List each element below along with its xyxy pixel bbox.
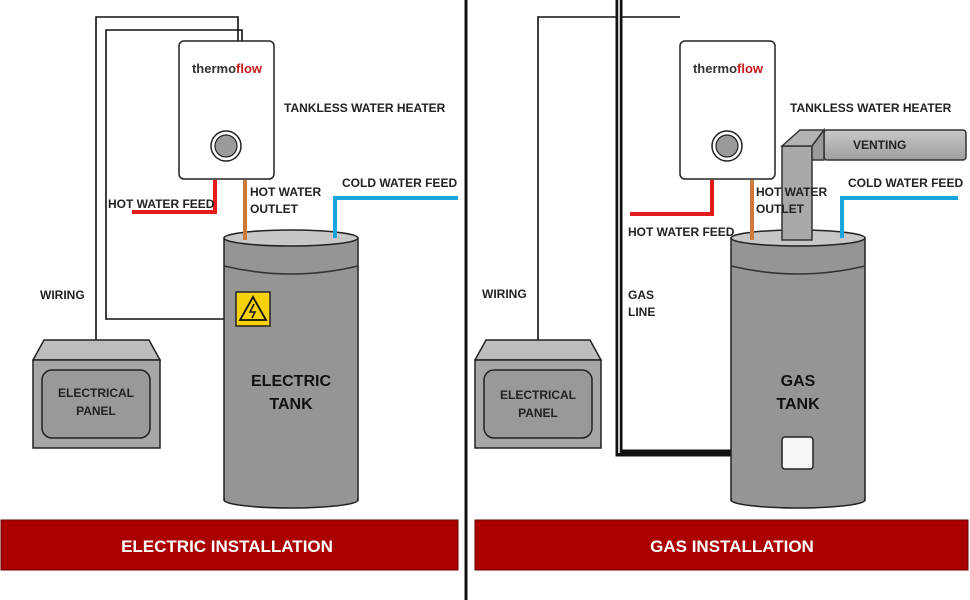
gas-panel-label-2: PANEL <box>518 406 558 420</box>
gas-tankless-heater: thermoflow <box>679 40 776 180</box>
gas-outlet-label-1: HOT WATER <box>756 185 827 199</box>
electric-brand-logo: thermoflow <box>192 61 263 76</box>
gas-hot-water-feed-pipe <box>630 180 714 216</box>
gas-brand-logo: thermoflow <box>693 61 764 76</box>
gas-cold-water-feed-pipe <box>840 196 958 238</box>
gas-line-label-1: GAS <box>628 288 654 302</box>
gas-venting-duct <box>780 127 967 241</box>
gas-outlet-label-2: OUTLET <box>756 202 805 216</box>
electric-tankless-heater: thermoflow <box>178 40 275 180</box>
gas-tank: GAS TANK <box>730 229 866 509</box>
electric-cold-feed-label: COLD WATER FEED <box>342 176 457 190</box>
electric-tank: ELECTRIC TANK <box>223 229 359 509</box>
gas-section: ELECTRICAL PANEL GAS TANK <box>473 0 969 571</box>
electric-cold-water-feed-pipe <box>333 196 458 238</box>
gas-tank-label-2: TANK <box>776 396 820 413</box>
electric-installation-banner: ELECTRIC INSTALLATION <box>0 519 459 571</box>
gas-panel-label-1: ELECTRICAL <box>500 388 576 402</box>
electric-section: ELECTRICAL PANEL ELECTRIC TANK ther <box>0 16 459 571</box>
gas-tank-label-1: GAS <box>781 373 816 390</box>
electric-hot-feed-label: HOT WATER FEED <box>108 197 215 211</box>
electric-panel-label-1: ELECTRICAL <box>58 386 134 400</box>
gas-installation-banner: GAS INSTALLATION <box>474 519 969 571</box>
electric-panel-label-2: PANEL <box>76 404 116 418</box>
gas-hot-feed-label: HOT WATER FEED <box>628 225 735 239</box>
electrical-panel: ELECTRICAL PANEL <box>31 339 162 449</box>
high-voltage-warning-icon <box>235 291 271 327</box>
electric-outlet-label-2: OUTLET <box>250 202 299 216</box>
electric-wiring-label: WIRING <box>40 288 85 302</box>
electric-tank-label-2: TANK <box>269 396 313 413</box>
gas-electrical-panel: ELECTRICAL PANEL <box>473 339 603 449</box>
gas-venting-label: VENTING <box>853 138 906 152</box>
gas-banner-label: GAS INSTALLATION <box>650 537 814 556</box>
gas-valve-box <box>781 436 814 470</box>
gas-heater-label: TANKLESS WATER HEATER <box>790 101 952 115</box>
electric-tank-label-1: ELECTRIC <box>251 373 331 390</box>
gas-wiring-label: WIRING <box>482 287 527 301</box>
electric-wiring-line-inner <box>105 29 243 320</box>
electric-outlet-label-1: HOT WATER <box>250 185 321 199</box>
gas-wiring-line <box>537 16 680 346</box>
electric-heater-label: TANKLESS WATER HEATER <box>284 101 446 115</box>
electric-hot-water-feed-pipe <box>132 180 217 214</box>
gas-cold-feed-label: COLD WATER FEED <box>848 176 963 190</box>
electric-banner-label: ELECTRIC INSTALLATION <box>121 537 333 556</box>
gas-line-label-2: LINE <box>628 305 655 319</box>
